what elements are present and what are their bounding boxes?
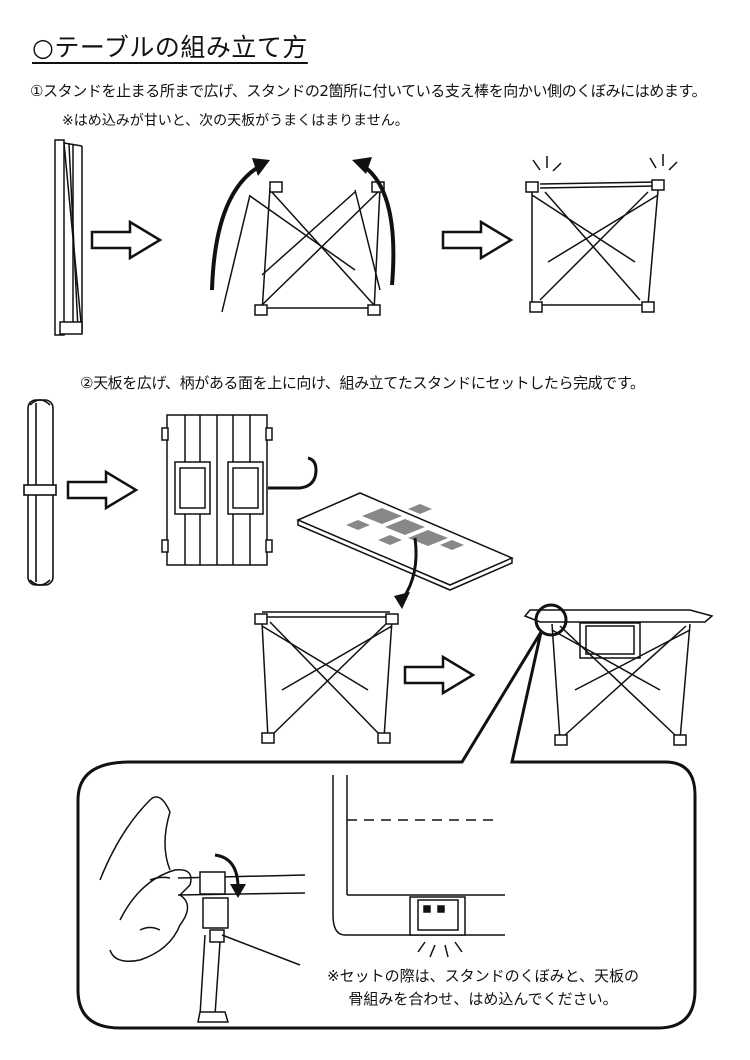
step-1-note: ※はめ込みが甘いと、次の天板がうまくはまりません。	[62, 113, 409, 129]
right-arrow-icon	[66, 470, 138, 510]
hand-pressing-illustration	[99, 796, 306, 1023]
step-1-text: スタンドを止まる所まで広げ、スタンドの2箇所に付いている支え棒を向かい側のくぼみ…	[43, 82, 707, 100]
completed-table	[523, 609, 714, 746]
curved-arrow-head	[230, 884, 246, 898]
curved-arrow-icon	[214, 853, 240, 889]
page-title: ○テーブルの組み立て方	[32, 33, 308, 62]
click-sparkle-icon	[532, 154, 678, 172]
callout-note: ※セットの際は、スタンドのくぼみと、天板の 骨組みを合わせ、はめ込んでください。	[318, 965, 648, 1011]
stand-assembled	[525, 179, 665, 313]
curved-arrow-head	[252, 158, 270, 176]
folded-stand	[54, 139, 83, 336]
step-2-number: ②	[80, 374, 94, 392]
step-1-number: ①	[30, 82, 44, 100]
curved-arrow-head	[394, 592, 410, 609]
click-sparkle-icon	[417, 941, 463, 958]
right-arrow-icon	[90, 220, 162, 260]
folded-tabletop	[23, 399, 57, 586]
magnifier-circle-icon	[534, 603, 568, 637]
step-2-text: 天板を広げ、柄がある面を上に向け、組み立てたスタンドにセットしたら完成です。	[93, 374, 645, 392]
step-2-instruction: ②天板を広げ、柄がある面を上に向け、組み立てたスタンドにセットしたら完成です。	[80, 372, 645, 393]
curved-arrow-icon	[210, 163, 263, 291]
curved-arrow-icon	[360, 163, 396, 286]
tabletop-underside	[161, 414, 318, 566]
curved-arrow-head	[352, 157, 372, 174]
right-arrow-icon	[441, 220, 513, 260]
callout-bubble	[76, 631, 697, 1030]
tabletop-patterned	[296, 492, 514, 591]
tabletop-closeup	[332, 775, 505, 936]
callout-note-line-2: 骨組みを合わせ、はめ込んでください。	[348, 990, 618, 1008]
step-1-instruction: ①スタンドを止まる所まで広げ、スタンドの2箇所に付いている支え棒を向かい側のくぼ…	[30, 80, 707, 101]
stand-with-frame	[254, 611, 399, 744]
callout-note-line-1: ※セットの際は、スタンドのくぼみと、天板の	[327, 967, 639, 985]
right-arrow-icon	[403, 655, 475, 695]
stand-opening	[221, 181, 385, 316]
